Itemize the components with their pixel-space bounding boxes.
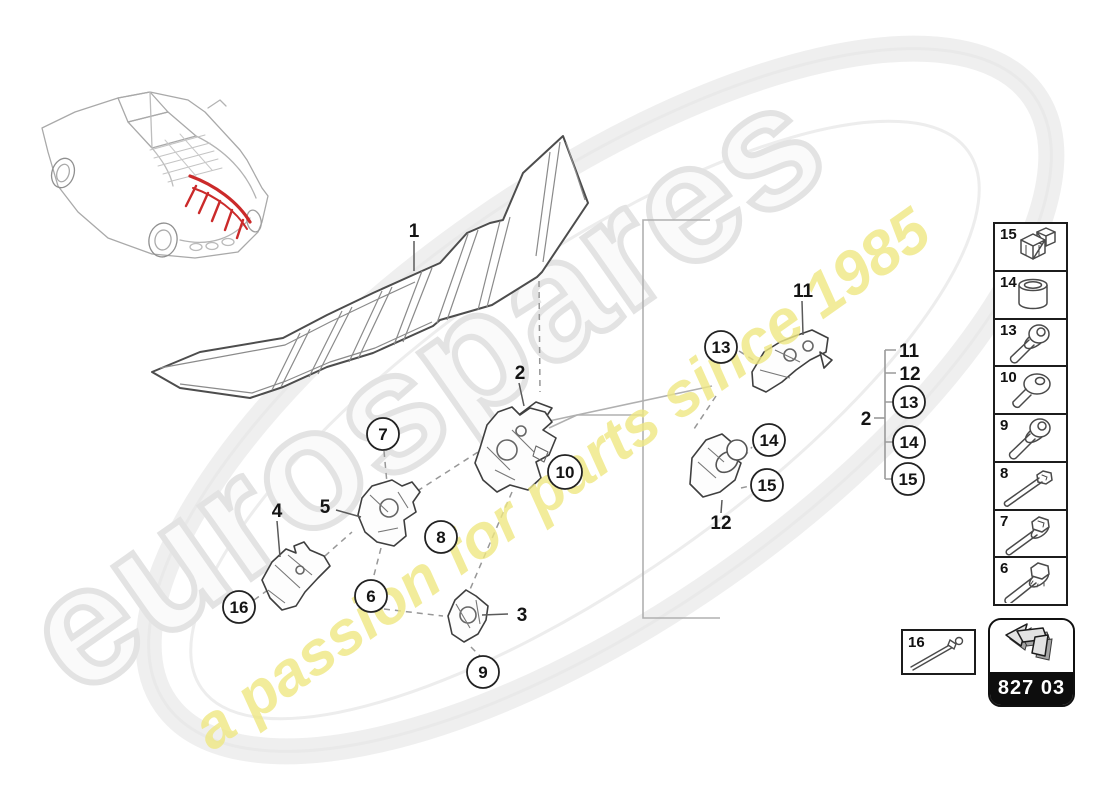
svg-text:16: 16 (230, 598, 249, 617)
balloon-13[interactable]: 13 (704, 330, 738, 364)
balloon-16[interactable]: 16 (222, 590, 256, 624)
legend-balloon-13[interactable]: 13 (892, 385, 926, 419)
fastener-item-6[interactable]: 6 (995, 558, 1066, 604)
fastener-item-14[interactable]: 14 (995, 271, 1066, 320)
svg-text:13: 13 (900, 393, 919, 412)
fastener-number: 6 (1000, 560, 1009, 578)
rivet-number: 16 (908, 634, 925, 651)
balloon-9[interactable]: 9 (466, 655, 500, 689)
flange-screw-icon (1008, 418, 1051, 460)
svg-text:14: 14 (900, 433, 919, 452)
svg-text:14: 14 (760, 431, 779, 450)
balloon-7[interactable]: 7 (366, 417, 400, 451)
fastener-number: 7 (1000, 512, 1009, 530)
rivet-item-box[interactable]: 16 (901, 629, 976, 675)
fastener-item-9[interactable]: 9 (995, 415, 1066, 463)
part-label-11[interactable]: 11 (793, 281, 814, 302)
part-code-badge[interactable]: 827 03 (988, 618, 1075, 707)
svg-text:9: 9 (478, 663, 487, 682)
blind-rivet-icon (910, 636, 964, 671)
car-thumbnail (41, 91, 269, 259)
fastener-item-10[interactable]: 10 (995, 367, 1066, 415)
spoiler-drawing (151, 135, 589, 399)
legend-ref-12[interactable]: 12 (899, 364, 920, 385)
svg-text:7: 7 (378, 425, 387, 444)
actuator-part-12 (689, 433, 748, 498)
fastener-number: 9 (1000, 417, 1009, 434)
svg-text:15: 15 (758, 476, 777, 495)
legend-group-label[interactable]: 2 (861, 409, 872, 430)
balloon-14[interactable]: 14 (752, 423, 786, 457)
part-label-4[interactable]: 4 (272, 501, 283, 522)
balloon-15[interactable]: 15 (750, 468, 784, 502)
legend-ref-11[interactable]: 11 (899, 341, 920, 362)
cage-nut-icon (1020, 227, 1056, 260)
bracket-part-5 (357, 479, 421, 547)
bracket-part-4 (261, 541, 331, 611)
part-label-12[interactable]: 12 (710, 513, 731, 534)
fastener-item-7[interactable]: 7 (995, 510, 1066, 559)
balloon-10[interactable]: 10 (547, 454, 583, 490)
part-balloons: 7 10 8 6 16 9 (222, 330, 786, 689)
balloon-6[interactable]: 6 (354, 579, 388, 613)
balloon-8[interactable]: 8 (424, 520, 458, 554)
part-code-text: 827 03 (990, 672, 1073, 705)
washer-head-screw-icon (1012, 373, 1051, 409)
group-bracket-lines (548, 219, 720, 619)
fastener-number: 8 (1000, 464, 1009, 482)
fastener-item-13[interactable]: 13 (995, 319, 1066, 368)
serrated-flange-bolt-icon (1004, 562, 1050, 604)
hex-flange-bolt-icon (1005, 515, 1050, 556)
hinge-part-11 (751, 329, 833, 393)
part-label-2[interactable]: 2 (515, 363, 526, 384)
fastener-legend-column: 15 14 13 (993, 222, 1068, 606)
direction-arrow-icon (1004, 623, 1053, 661)
label-leader-lines (276, 241, 804, 616)
svg-text:15: 15 (899, 470, 918, 489)
legend-bracket-lines (874, 349, 896, 480)
legend-balloon-15[interactable]: 15 (891, 462, 925, 496)
part-label-5[interactable]: 5 (320, 497, 331, 518)
svg-text:6: 6 (366, 587, 375, 606)
svg-text:10: 10 (556, 463, 575, 482)
part-label-1[interactable]: 1 (409, 221, 420, 242)
svg-text:13: 13 (712, 338, 731, 357)
flange-screw-icon (1009, 323, 1050, 364)
svg-text:8: 8 (436, 528, 445, 547)
part-label-3[interactable]: 3 (517, 605, 528, 626)
fastener-item-15[interactable]: 15 (995, 224, 1066, 272)
legend-balloon-14[interactable]: 14 (892, 425, 926, 459)
fastener-number: 13 (1000, 321, 1017, 339)
long-hex-bolt-icon (1003, 469, 1053, 507)
fastener-number: 15 (1000, 226, 1017, 243)
arrow-zone (990, 620, 1073, 672)
fastener-number: 14 (1000, 273, 1017, 291)
legend-group: 2 11 12 13 14 15 (861, 341, 926, 496)
fastener-item-8[interactable]: 8 (995, 462, 1066, 511)
background-swoosh (135, 35, 1065, 765)
sleeve-bushing-icon (1018, 278, 1048, 309)
fastener-number: 10 (1000, 369, 1017, 387)
bracket-part-3 (447, 589, 489, 643)
latch-assembly-part-2 (474, 401, 557, 493)
highlighted-rear-section (184, 174, 252, 240)
part-labels: 1 2 3 4 5 11 12 (272, 221, 814, 626)
